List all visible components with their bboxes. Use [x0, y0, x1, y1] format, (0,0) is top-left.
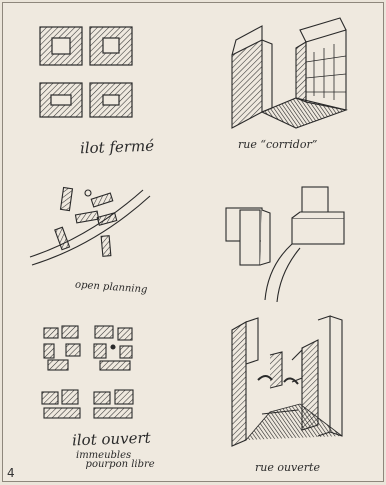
- caption-ilot-ouvert: ilot ouvert: [72, 429, 151, 450]
- caption-immeubles: immeubles pourpon libre: [76, 451, 155, 469]
- sketch-ilot-ouvert: [42, 326, 133, 418]
- closed-block-tr: [90, 27, 132, 65]
- open-block-br: [94, 390, 133, 418]
- caption-ilot-ferme: ilot fermé: [80, 137, 155, 158]
- page-number: 4: [7, 466, 15, 480]
- closed-block-br: [90, 83, 132, 117]
- closed-block-bl: [40, 83, 82, 117]
- sketch-open-planning: [30, 188, 150, 265]
- caption-rue-ouverte: rue ouverte: [255, 461, 320, 474]
- sketch-rue-ouverte: [232, 316, 342, 446]
- sketch-ilot-ferme: [40, 27, 132, 117]
- sketch-open-planning-perspective: [226, 187, 344, 302]
- closed-block-tl: [40, 27, 82, 65]
- open-block-bl: [42, 390, 80, 418]
- caption-rue-corridor: rue “corridor”: [238, 138, 317, 151]
- sketch-rue-corridor: [232, 18, 346, 128]
- open-block-tl: [44, 326, 80, 370]
